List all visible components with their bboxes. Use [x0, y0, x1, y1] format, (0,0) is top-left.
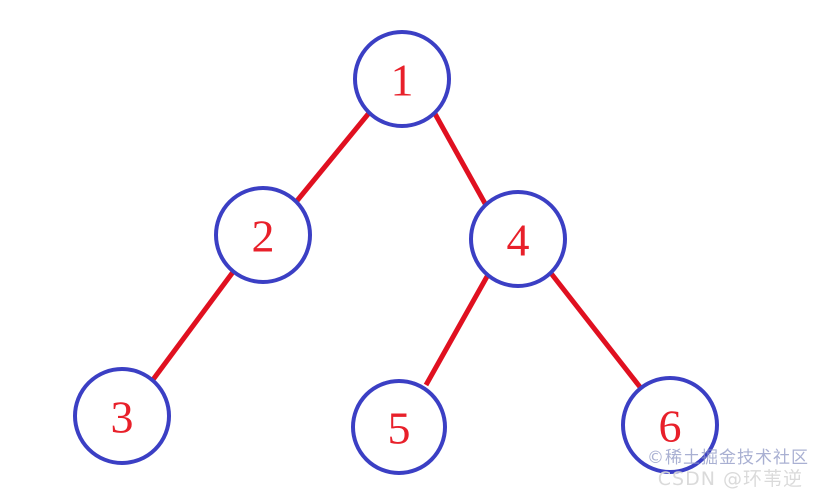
node-label-4: 4: [507, 215, 530, 266]
node-label-1: 1: [391, 55, 414, 106]
node-layer: 1 2 4 3 5 6: [73, 30, 719, 475]
node-label-6: 6: [659, 401, 682, 452]
tree-node-3[interactable]: 3: [73, 367, 171, 465]
node-label-3: 3: [111, 392, 134, 443]
tree-edge-n1-n4: [431, 110, 490, 209]
tree-node-2[interactable]: 2: [214, 186, 312, 284]
tree-edge-n4-n5: [423, 271, 492, 387]
node-circle-3: [73, 367, 171, 465]
tree-edge-n1-n2: [294, 111, 371, 204]
tree-node-5[interactable]: 5: [351, 379, 447, 475]
tree-edge-n4-n6: [548, 270, 642, 389]
node-circle-1: [353, 30, 451, 128]
node-label-5: 5: [388, 403, 411, 454]
node-circle-4: [469, 190, 567, 288]
tree-node-4[interactable]: 4: [469, 190, 567, 288]
node-circle-2: [214, 186, 312, 284]
tree-node-6[interactable]: 6: [621, 376, 719, 474]
node-circle-5: [351, 379, 447, 475]
tree-node-1[interactable]: 1: [353, 30, 451, 128]
node-circle-6: [621, 376, 719, 474]
edge-layer: [149, 110, 642, 389]
tree-edge-n2-n3: [149, 270, 236, 383]
node-label-2: 2: [252, 211, 275, 262]
